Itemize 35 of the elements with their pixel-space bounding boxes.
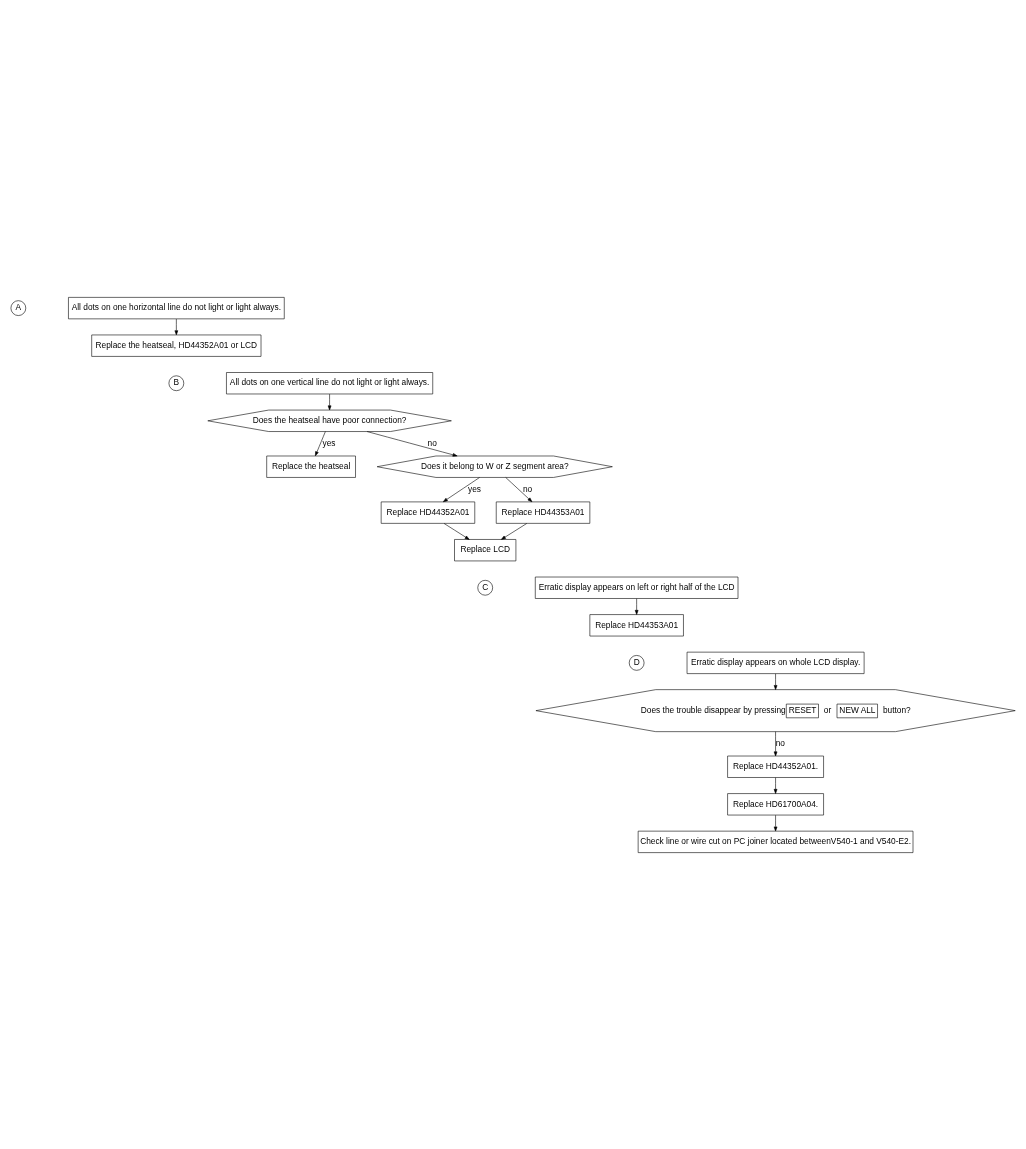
arrow — [327, 393, 332, 410]
node-box: Replace LCD — [454, 538, 517, 561]
node-box: Replace HD61700A04. — [727, 792, 824, 815]
node-circle: C — [477, 579, 493, 595]
node-circle: A — [10, 299, 27, 316]
arrow — [773, 730, 778, 756]
arrow — [315, 430, 326, 456]
node-box: Replace the heatseal, HD44352A01 or LCD — [91, 334, 262, 357]
node-box: Check line or wire cut on PC joiner located betweenV540-1 and V540-E2. — [637, 830, 914, 853]
edge-label: no — [427, 437, 437, 448]
arrow — [505, 476, 533, 502]
node-box: Replace HD44353A01 — [495, 501, 591, 524]
node-circle: B — [168, 375, 185, 391]
node-box: All dots on one vertical line do not light or light always. — [226, 371, 434, 394]
arrow — [443, 476, 480, 502]
node-box: Replace HD44352A01 — [380, 501, 476, 524]
arrow — [773, 814, 778, 831]
node-box: Erratic display appears on whole LCD display. — [686, 651, 865, 674]
arrow — [773, 776, 778, 794]
node-box: Replace the heatseal — [266, 455, 356, 478]
node-box: All dots on one horizontal line do not light or light always. — [68, 296, 285, 319]
edge-label: no — [522, 483, 533, 494]
edge-label: yes — [467, 483, 481, 494]
edge-label: no — [775, 737, 785, 748]
edge-label: yes — [322, 437, 336, 448]
arrow — [366, 430, 458, 457]
node-box: Erratic display appears on left or right half of the LCD — [535, 576, 739, 599]
arrow — [174, 318, 179, 335]
arrow — [773, 673, 778, 690]
node-box: Replace HD44353A01 — [589, 613, 684, 636]
arrow — [501, 522, 528, 540]
node-box: Replace HD44352A01. — [727, 755, 824, 778]
node-circle: D — [628, 654, 645, 671]
arrow — [443, 522, 470, 540]
arrow — [634, 597, 639, 615]
